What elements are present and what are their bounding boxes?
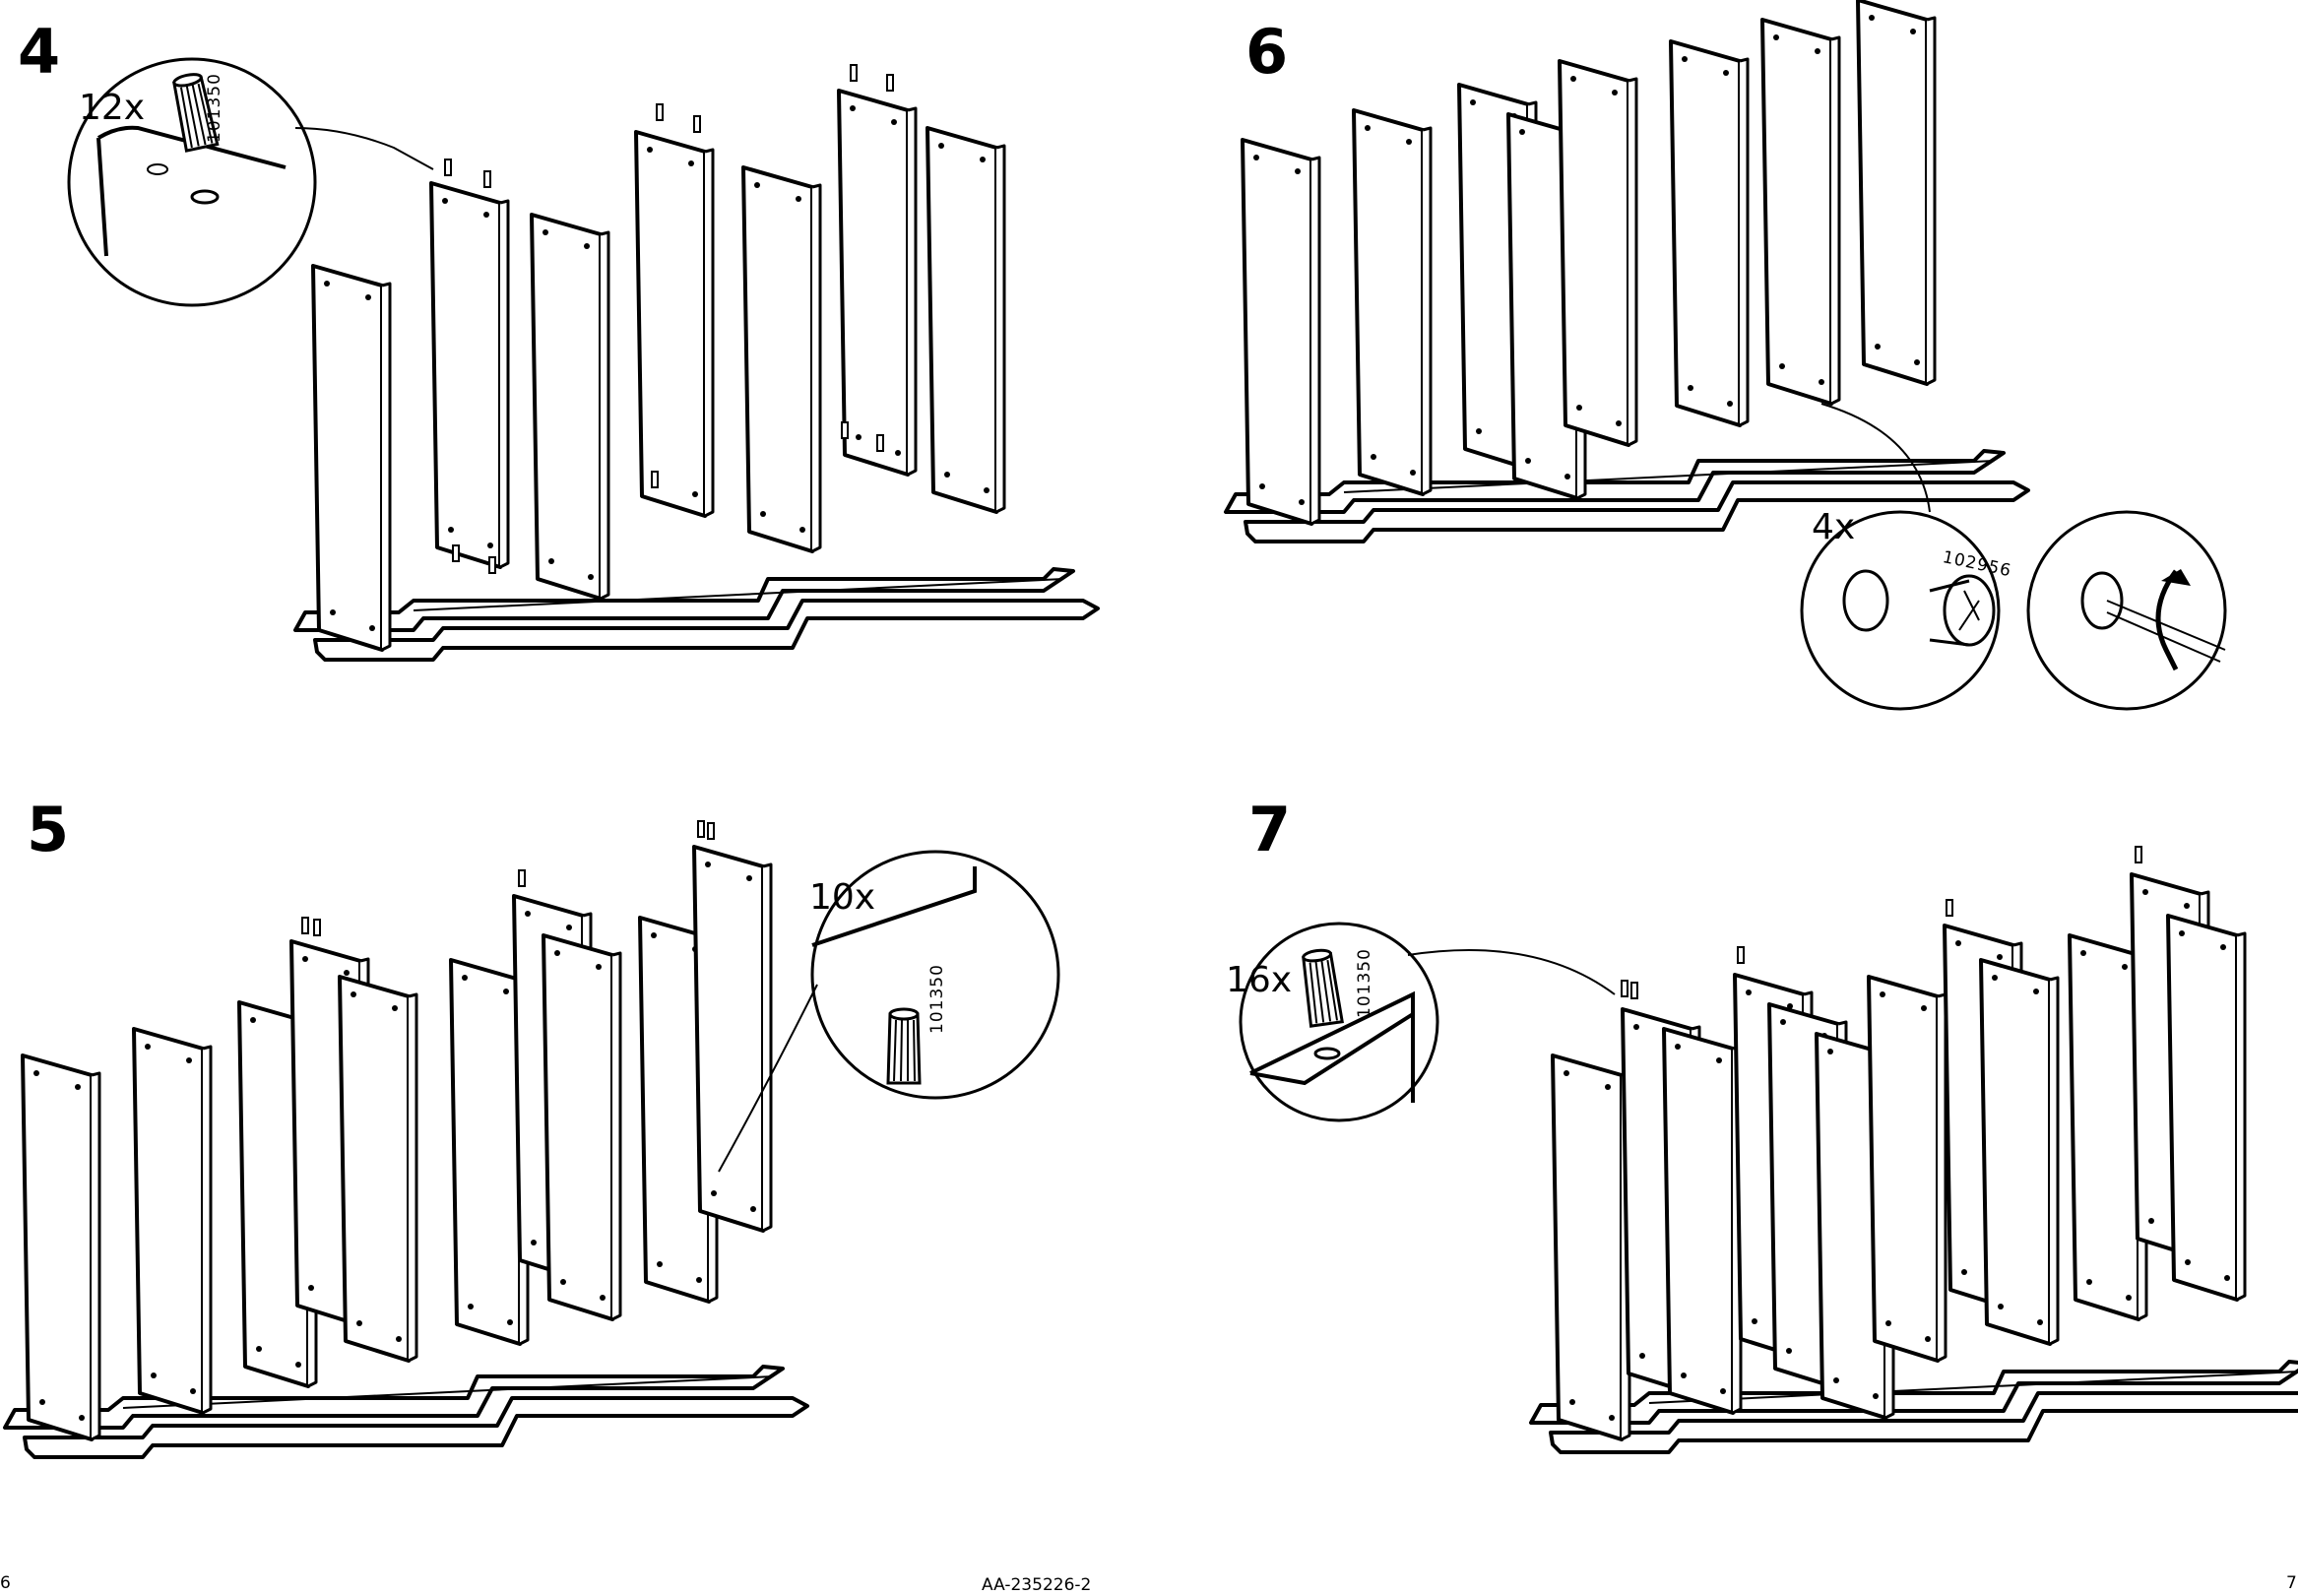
step-number-6: 6 [1245,16,1289,88]
step-number-7: 7 [1248,794,1292,865]
step7-assembly [1239,846,2298,1454]
step5-part-number: 101350 [927,964,947,1034]
step-number-4: 4 [18,16,61,88]
step6-assembly [1224,0,2227,711]
step4-quantity: 12x [79,88,146,128]
step6-quantity: 4x [1812,507,1856,547]
step7-quantity: 16x [1226,960,1293,1000]
step4-part-number: 101350 [205,73,224,143]
step-number-5: 5 [27,794,70,865]
step5-quantity: 10x [809,877,876,918]
page-number-right: 7 [2286,1573,2297,1593]
document-id: AA-235226-2 [982,1575,1092,1595]
step5-assembly [3,820,1060,1459]
page-number-left: 6 [0,1573,11,1593]
step4-assembly [67,57,1100,662]
step7-part-number: 101350 [1355,948,1374,1018]
